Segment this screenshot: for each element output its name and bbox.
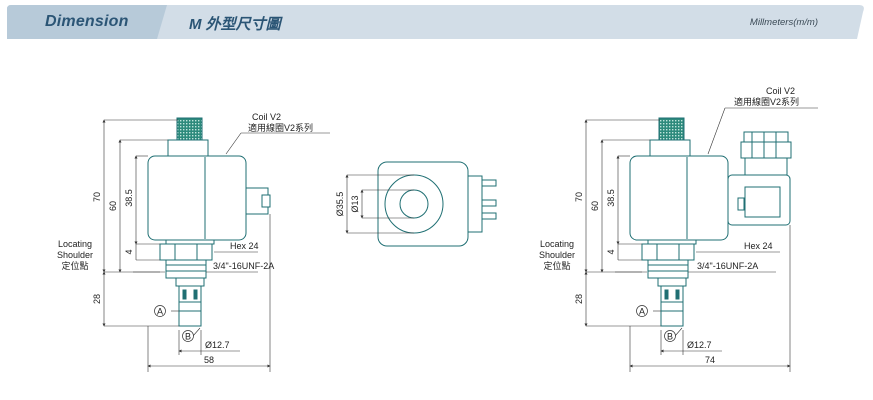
shoulder-label-left: Shoulder [57, 250, 93, 260]
hex-label-right: Hex 24 [744, 241, 773, 251]
knurled-nut-right [658, 117, 685, 141]
thread-label-left: 3/4"-16UNF-2A [213, 261, 274, 271]
locating-cn-label-right: 定位點 [543, 260, 570, 271]
dim-28-left: 28 [92, 294, 102, 304]
hex-nut [159, 243, 213, 261]
dia-12-7-right: Ø12.7 [687, 340, 712, 350]
port-b-left: B [185, 332, 191, 342]
port-b-marker-right [664, 330, 676, 342]
dim-60-right: 60 [590, 201, 600, 211]
section-title: Dimension [45, 13, 129, 30]
dimension-labels-side: Ø35.5 Ø13 [335, 192, 360, 217]
dim-60-left: 60 [108, 201, 118, 211]
coil-label-cn-right: 適用線圈V2系列 [734, 96, 799, 107]
dimension-lines-left [102, 119, 330, 372]
locating-cn-label-left: 定位點 [61, 260, 88, 271]
front-view-right [629, 117, 792, 327]
width-74-right: 74 [705, 355, 715, 365]
coil-label-right: Coil V2 [766, 86, 795, 96]
knurled-nut [176, 117, 203, 141]
dim-70-right: 70 [574, 192, 584, 202]
dim-38-5-left: 38.5 [124, 189, 134, 207]
dim-28-right: 28 [574, 294, 584, 304]
dia-12-7-left: Ø12.7 [205, 340, 230, 350]
coil-body-right [629, 155, 729, 241]
hex-nut-right [641, 243, 695, 261]
thread-label-right: 3/4"-16UNF-2A [697, 261, 758, 271]
front-view-left [147, 117, 271, 327]
locating-label-left: Locating [58, 239, 92, 249]
locating-label-right: Locating [540, 239, 574, 249]
port-b-marker-left [182, 330, 194, 342]
port-a-marker-right [636, 305, 648, 317]
coil-inner-bore [399, 189, 429, 219]
header-background [7, 5, 864, 39]
coil-label-cn-left: 適用線圈V2系列 [248, 122, 313, 133]
port-a-marker-left [154, 305, 166, 317]
dim-38-5-right: 38.5 [606, 189, 616, 207]
shoulder-label-right: Shoulder [539, 250, 575, 260]
coil-body [147, 155, 247, 241]
port-a-right: A [639, 307, 645, 317]
side-view [377, 161, 497, 247]
port-a-left: A [157, 307, 163, 317]
dia-13-side: Ø13 [350, 195, 360, 212]
dimension-labels-right: Coil V2 適用線圈V2系列 70 60 38.5 4 28 Locatin… [539, 86, 799, 365]
dim-4-right: 4 [606, 249, 616, 254]
coil-label-left: Coil V2 [252, 112, 281, 122]
dimension-lines-side [345, 174, 414, 234]
dia-35-5-side: Ø35.5 [335, 192, 345, 217]
hex-label-left: Hex 24 [230, 241, 259, 251]
dimension-lines-right [584, 107, 818, 372]
dim-70-left: 70 [92, 192, 102, 202]
width-58-left: 58 [204, 355, 214, 365]
dimension-labels-left: Coil V2 適用線圈V2系列 70 60 38.5 4 28 Locatin… [57, 112, 313, 365]
model-title: M 外型尺寸圖 [189, 16, 281, 33]
header-bar: Dimension M 外型尺寸圖 Millmeters(m/m) [7, 5, 866, 39]
units-label: Millmeters(m/m) [749, 17, 818, 28]
dim-4-left: 4 [124, 249, 134, 254]
port-b-right: B [667, 332, 673, 342]
